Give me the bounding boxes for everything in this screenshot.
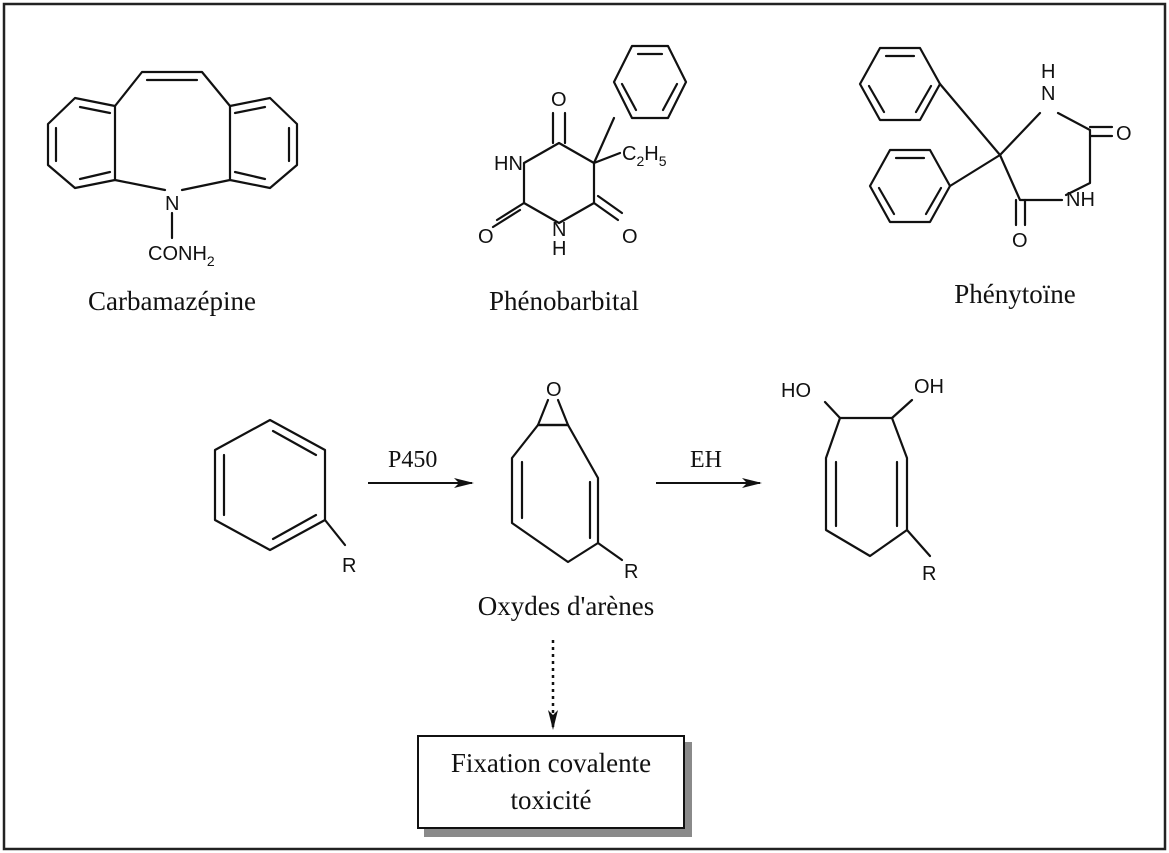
phenobarbital-nh-n: N — [552, 219, 566, 241]
toxicity-line2: toxicité — [511, 785, 592, 815]
eh-label: EH — [690, 447, 722, 473]
arene-oxide-name: Oxydes d'arènes — [478, 591, 655, 621]
diol-ho-label: HO — [781, 380, 811, 402]
phenobarbital-nh-h: H — [552, 238, 566, 260]
carbamazepine-structure — [46, 70, 299, 240]
phenobarbital-structure — [491, 44, 688, 229]
phenytoin-name: Phénytoïne — [954, 279, 1076, 309]
carbamazepine-conh2-label: CONH2 — [148, 243, 215, 269]
carbamazepine-n-label: N — [165, 193, 179, 215]
substrate-r-label: R — [342, 555, 356, 577]
arene-oxide-structure — [510, 398, 624, 564]
phenytoin-n-label: N — [1041, 83, 1055, 105]
phenytoin-h-label: H — [1041, 61, 1055, 83]
dihydrodiol-structure — [823, 398, 932, 558]
phenobarbital-c2h5-label: C2H5 — [622, 143, 667, 169]
arene-substrate-structure — [213, 418, 347, 552]
phenobarbital-hn-label: HN — [494, 153, 523, 175]
diol-r-label: R — [922, 563, 936, 585]
phenytoin-o-bottom: O — [1012, 230, 1028, 252]
phenobarbital-name: Phénobarbital — [489, 286, 639, 316]
p450-label: P450 — [388, 447, 437, 473]
phenytoin-o-right: O — [1116, 123, 1132, 145]
toxicity-box — [417, 735, 692, 837]
toxicity-line1: Fixation covalente — [451, 748, 651, 778]
epoxide-o-label: O — [546, 379, 562, 401]
carbamazepine-name: Carbamazépine — [88, 286, 256, 316]
diol-oh-label: OH — [914, 376, 944, 398]
epoxide-r-label: R — [624, 561, 638, 583]
phenobarbital-o-left: O — [478, 226, 494, 248]
phenobarbital-o-right: O — [622, 226, 638, 248]
phenobarbital-o-top: O — [551, 89, 567, 111]
phenytoin-structure — [858, 46, 1114, 227]
phenytoin-nh-label: NH — [1066, 189, 1095, 211]
